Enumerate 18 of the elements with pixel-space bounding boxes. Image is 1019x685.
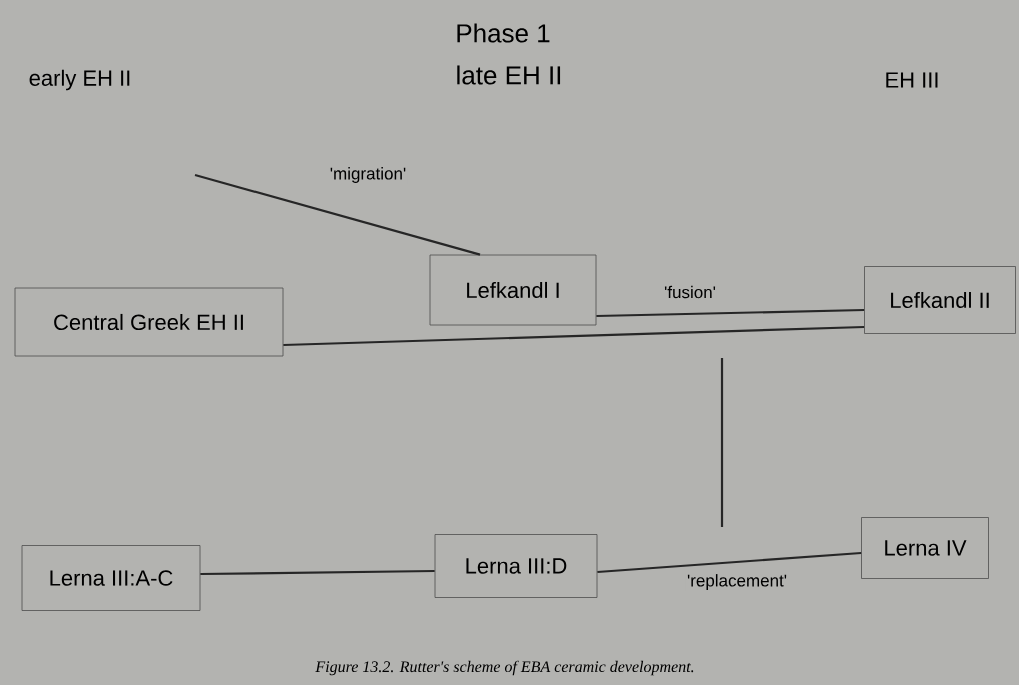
- edge-label: 'replacement': [686, 573, 789, 591]
- period-box: Lerna III:A-C: [21, 545, 201, 611]
- period-box: Lerna IV: [861, 517, 989, 579]
- period-box: Lefkandl I: [429, 254, 597, 326]
- connector-line: [283, 325, 865, 347]
- period-heading: EH III: [886, 72, 938, 88]
- period-heading: late EH II: [457, 65, 561, 85]
- edge-label: 'migration': [328, 166, 408, 184]
- period-box: Lerna III:D: [434, 534, 598, 598]
- connector-line: [596, 308, 865, 318]
- figure-caption: Figure 13.2. Rutter's scheme of EBA ceramic development.: [315, 660, 694, 676]
- period-heading: Phase 1: [457, 23, 550, 43]
- period-heading: early EH II: [29, 69, 130, 91]
- connector-line: [597, 551, 862, 574]
- connector-line: [200, 569, 435, 576]
- connector-line: [194, 173, 481, 256]
- period-box: Central Greek EH II: [14, 287, 284, 357]
- period-box: Lefkandl II: [864, 266, 1016, 334]
